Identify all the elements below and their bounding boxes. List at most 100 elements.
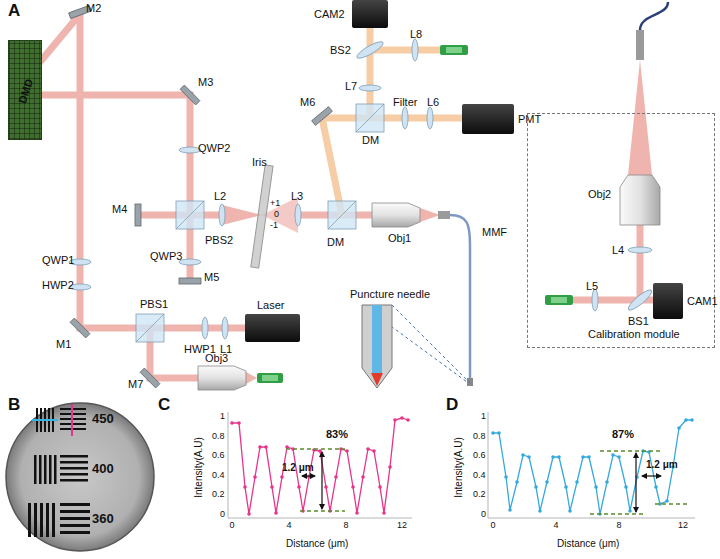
text-label: MMF [482, 226, 507, 238]
fiber-connector [551, 297, 567, 303]
fiber-connector [438, 211, 450, 219]
text-label: M5 [204, 271, 219, 283]
dmd-panel: DMD [8, 40, 42, 140]
text-label: 12 [678, 521, 688, 531]
beam-splitter-cube [136, 104, 384, 342]
lens [219, 204, 225, 226]
puncture-needle [372, 305, 382, 373]
mirror [70, 318, 90, 338]
text-label: BS1 [628, 315, 649, 327]
text-label: Puncture needle [350, 288, 430, 300]
mirror [69, 5, 333, 387]
detection-beam [322, 28, 462, 215]
text-label: DM [327, 236, 344, 248]
intensity-curve [493, 420, 692, 514]
text-label: 0.2 [473, 490, 486, 500]
beam-splitter-cube [328, 201, 356, 229]
objective-lens [198, 366, 246, 390]
objective-lens [372, 203, 420, 227]
guide-line [300, 510, 345, 511]
resolution-target [49, 455, 52, 484]
text-label: L4 [612, 244, 624, 256]
node-label: Calibration module [588, 328, 680, 340]
laser-beam [637, 215, 644, 300]
text-label: 8 [617, 521, 622, 531]
measure-arrow [321, 452, 322, 509]
text-label: 360 [92, 512, 114, 526]
guide-line [286, 449, 690, 514]
text-label: 87% [612, 428, 634, 440]
puncture-needle [371, 373, 383, 386]
text-label: QWP1 [42, 254, 74, 266]
text-label: 83% [326, 428, 348, 440]
guide-line [600, 450, 660, 451]
text-label: 1 [481, 412, 486, 422]
text-label: A [8, 2, 20, 21]
laser-box: Laser [245, 314, 300, 342]
measure-arrow [642, 475, 661, 476]
node-label: Laser [257, 299, 285, 311]
mirror [312, 107, 333, 126]
text-label: 0.4 [473, 471, 486, 481]
text-label: L7 [345, 80, 357, 92]
lens [592, 289, 598, 311]
text-label: Obj2 [588, 188, 611, 200]
text-label: 1.2 μm [282, 462, 314, 473]
text-label: Distance (μm) [286, 538, 348, 549]
resolution-target [6, 403, 154, 551]
text-label: M7 [128, 378, 143, 390]
beam-cone [628, 60, 652, 175]
optical-fiber [450, 215, 470, 378]
detection-beam [322, 118, 462, 215]
text-label: 8 [344, 521, 349, 531]
fiber-connector [440, 45, 468, 55]
text-label: DM [362, 134, 379, 146]
text-label: 0.8 [473, 432, 486, 442]
fiber-connector [257, 30, 644, 383]
node-label: CAM1 [687, 295, 718, 307]
resolution-target [46, 503, 49, 537]
resolution-target [34, 455, 37, 484]
text-label: 0.8 [212, 432, 225, 442]
camera-box: CAM2 [352, 0, 388, 28]
text-label: L8 [410, 28, 422, 40]
text-label: 0 [220, 510, 225, 520]
iris [251, 165, 273, 268]
text-label: 400 [92, 462, 114, 476]
resolution-target [60, 461, 88, 464]
beam-splitter-cube [176, 201, 204, 229]
text-label: QWP2 [198, 142, 230, 154]
resolution-target [39, 455, 42, 484]
measure-arrow [635, 453, 636, 512]
laser-beam [40, 95, 190, 278]
module-frame: Calibration module CAM1 [527, 113, 715, 348]
guide-line [655, 503, 690, 504]
text-label: 4 [287, 521, 292, 531]
pmt-box: PMT [462, 104, 514, 134]
text-label: M3 [198, 76, 213, 88]
resolution-target [60, 517, 90, 520]
beam-cone [246, 372, 257, 384]
guide-line [286, 448, 345, 449]
lens [628, 247, 652, 253]
text-label: 1 [220, 412, 225, 422]
resolution-target [28, 408, 90, 537]
resolution-target [60, 524, 90, 527]
fiber-connector [545, 295, 573, 305]
text-label: L2 [214, 190, 226, 202]
text-label: M1 [56, 338, 71, 350]
text-label: 0.6 [212, 451, 225, 461]
text-label: PBS2 [205, 234, 233, 246]
text-label: Distance (μm) [557, 538, 619, 549]
text-label: L6 [427, 96, 439, 108]
text-label: 0 [274, 210, 279, 220]
objective-lens [620, 175, 660, 225]
beam-cone [420, 208, 440, 222]
beam-splitter-cube [136, 314, 164, 342]
mirror [180, 85, 200, 105]
text-label: BS2 [330, 44, 351, 56]
resolution-target [60, 531, 90, 534]
text-label: PBS1 [140, 298, 168, 310]
fiber-connector [257, 373, 283, 383]
beam-cone [222, 205, 262, 225]
